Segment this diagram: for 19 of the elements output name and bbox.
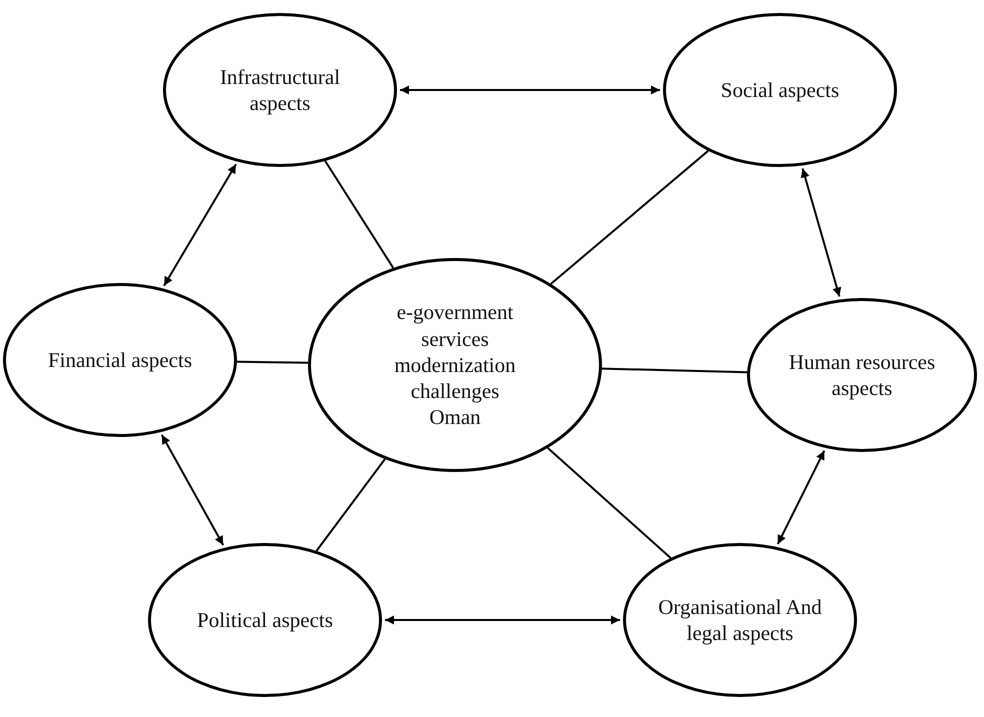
node-label: Infrastructural aspects xyxy=(218,64,342,116)
connector-line xyxy=(324,160,394,268)
connector-line xyxy=(316,458,386,552)
node-label: Political aspects xyxy=(196,606,334,634)
node-label: Human resources aspects xyxy=(788,348,936,402)
connector-line xyxy=(550,150,709,285)
double-arrow xyxy=(400,86,660,94)
node-label: Social aspects xyxy=(720,76,840,104)
double-arrow xyxy=(160,434,224,546)
double-arrow xyxy=(776,450,826,545)
double-arrow xyxy=(385,616,620,624)
node-label: Financial aspects xyxy=(46,346,194,374)
node-label: e-government services modernization challenges Oman xyxy=(393,299,517,431)
connector-line xyxy=(602,368,748,374)
double-arrow xyxy=(163,164,237,286)
node-label: Organisational And legal aspects xyxy=(658,594,822,646)
connector-line xyxy=(236,360,308,364)
connector-line xyxy=(547,447,672,559)
double-arrow xyxy=(800,168,842,297)
